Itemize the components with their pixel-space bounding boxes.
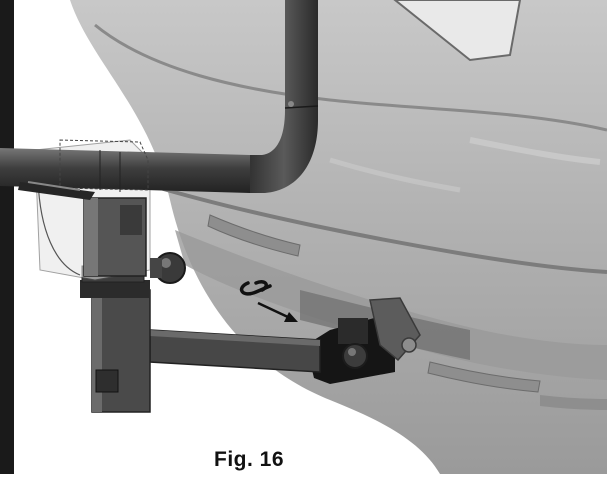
rack-upright [80,265,151,413]
figure-caption: Fig. 16 [214,448,285,471]
hitch-pin-clip [239,280,272,296]
left-frame-border [0,0,14,474]
rack-arm [0,139,250,200]
arrow-icon [257,301,298,322]
vehicle-rear [70,0,607,474]
rack-mast [250,0,319,193]
rear-window [393,0,522,62]
